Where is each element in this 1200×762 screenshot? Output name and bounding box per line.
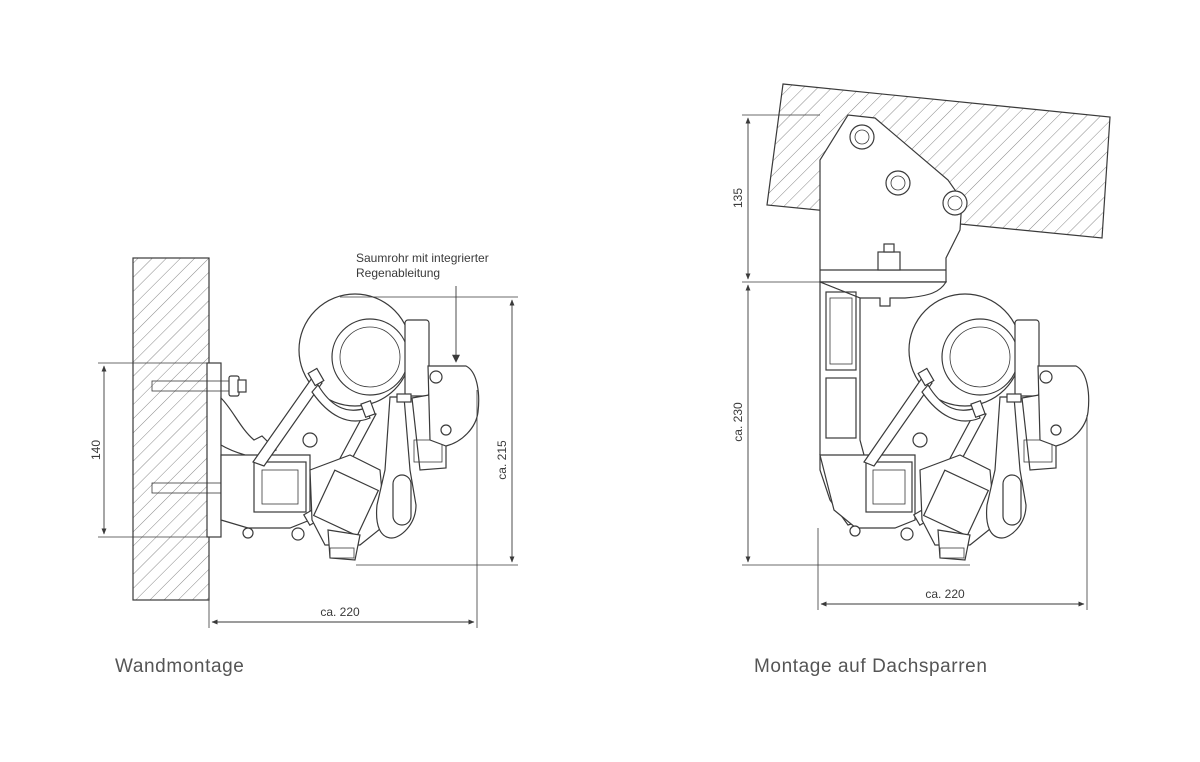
wall-mount-view: 140 ca. 215 ca. 220 Saumrohr mit integri… bbox=[89, 251, 518, 628]
dimension-140: 140 bbox=[89, 362, 221, 538]
dimension-width-right-label: ca. 220 bbox=[925, 587, 965, 601]
roller-tube-right bbox=[908, 293, 1040, 407]
caption-wall-mount: Wandmontage bbox=[115, 656, 245, 677]
vertical-console bbox=[819, 281, 916, 541]
crank-eye bbox=[375, 391, 447, 539]
note-line-2: Regenableitung bbox=[356, 266, 440, 280]
wall-plate bbox=[206, 362, 222, 538]
roller-tube bbox=[298, 293, 430, 407]
wall-section bbox=[132, 257, 210, 601]
rafter-mount-view: 135 ca. 230 ca. 220 bbox=[731, 83, 1111, 610]
dimension-135: 135 bbox=[731, 114, 820, 283]
gear-drive-right bbox=[912, 432, 996, 561]
console-bracket bbox=[220, 396, 311, 541]
dimension-140-label: 140 bbox=[89, 440, 103, 460]
gutter-tube-profile bbox=[427, 365, 480, 447]
dimension-width-left: ca. 220 bbox=[208, 390, 478, 628]
dimension-215-label: ca. 215 bbox=[495, 440, 509, 480]
dimension-230-label: ca. 230 bbox=[731, 402, 745, 442]
crank-eye-right bbox=[985, 391, 1057, 539]
gutter-tube-profile-right bbox=[1037, 365, 1090, 447]
dimension-135-label: 135 bbox=[731, 188, 745, 208]
caption-rafter-mount: Montage auf Dachsparren bbox=[754, 656, 988, 677]
dimension-230: ca. 230 bbox=[731, 284, 970, 566]
dimension-215: ca. 215 bbox=[340, 296, 518, 566]
note-line-1: Saumrohr mit integrierter bbox=[356, 251, 489, 265]
dimension-width-left-label: ca. 220 bbox=[320, 605, 360, 619]
rafter-bracket bbox=[819, 114, 968, 307]
gear-drive bbox=[302, 432, 386, 561]
dimension-width-right: ca. 220 bbox=[817, 415, 1088, 610]
